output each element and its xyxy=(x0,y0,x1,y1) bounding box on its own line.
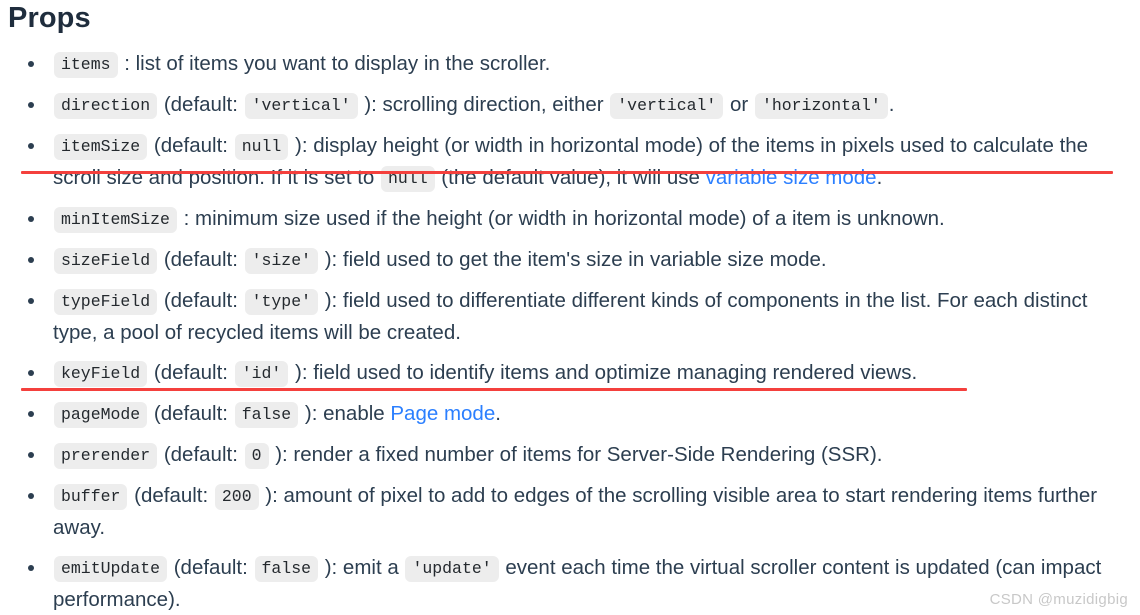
inline-code-chip: 'update' xyxy=(405,556,499,582)
prop-name-chip: direction xyxy=(54,93,158,119)
doc-link[interactable]: Page mode xyxy=(390,402,496,425)
bullet-icon xyxy=(28,452,34,458)
page-title: Props xyxy=(8,2,91,34)
prop-name-chip: typeField xyxy=(54,289,158,315)
prop-item: prerender (default: 0 ): render a fixed … xyxy=(0,439,1140,471)
prop-default-chip: 'vertical' xyxy=(244,93,358,119)
prop-item: direction (default: 'vertical' ): scroll… xyxy=(0,89,1140,121)
inline-code-chip: 'horizontal' xyxy=(754,93,888,119)
prop-item: typeField (default: 'type' ): field used… xyxy=(0,285,1140,348)
prop-default-chip: null xyxy=(234,134,289,160)
prop-default-chip: 'id' xyxy=(234,361,289,387)
prop-item: buffer (default: 200 ): amount of pixel … xyxy=(0,480,1140,543)
prop-default-chip: false xyxy=(254,556,319,582)
bullet-icon xyxy=(28,493,34,499)
prop-name-chip: keyField xyxy=(54,361,148,387)
bullet-icon xyxy=(28,565,34,571)
prop-default-chip: 'type' xyxy=(244,289,319,315)
prop-item: items : list of items you want to displa… xyxy=(0,48,1140,80)
prop-default-chip: 'size' xyxy=(244,248,319,274)
bullet-icon xyxy=(28,298,34,304)
prop-name-chip: items xyxy=(54,52,118,78)
watermark: CSDN @muzidigbig xyxy=(989,591,1128,608)
prop-item: sizeField (default: 'size' ): field used… xyxy=(0,244,1140,276)
prop-item: emitUpdate (default: false ): emit a 'up… xyxy=(0,552,1140,615)
prop-name-chip: emitUpdate xyxy=(54,556,168,582)
prop-name-chip: sizeField xyxy=(54,248,158,274)
prop-item: itemSize (default: null ): display heigh… xyxy=(0,130,1140,194)
prop-name-chip: prerender xyxy=(54,443,158,469)
prop-name-chip: itemSize xyxy=(54,134,148,160)
doc-link[interactable]: variable size mode xyxy=(705,166,877,189)
prop-default-chip: 0 xyxy=(244,443,269,469)
bullet-icon xyxy=(28,102,34,108)
bullet-icon xyxy=(28,411,34,417)
prop-name-chip: minItemSize xyxy=(54,207,177,233)
inline-code-chip: 'vertical' xyxy=(610,93,724,119)
prop-default-chip: false xyxy=(234,402,299,428)
bullet-icon xyxy=(28,143,34,149)
prop-name-chip: buffer xyxy=(54,484,128,510)
prop-item: keyField (default: 'id' ): field used to… xyxy=(0,357,1140,389)
inline-code-chip: null xyxy=(381,166,435,192)
bullet-icon xyxy=(28,257,34,263)
highlight-underline-itemsize xyxy=(21,171,1113,174)
bullet-icon xyxy=(28,61,34,67)
prop-item: minItemSize : minimum size used if the h… xyxy=(0,203,1140,235)
bullet-icon xyxy=(28,370,34,376)
prop-name-chip: pageMode xyxy=(54,402,148,428)
bullet-icon xyxy=(28,216,34,222)
prop-default-chip: 200 xyxy=(214,484,259,510)
props-list: items : list of items you want to displa… xyxy=(0,48,1140,615)
highlight-underline-keyfield xyxy=(21,388,967,391)
prop-item: pageMode (default: false ): enable Page … xyxy=(0,398,1140,430)
